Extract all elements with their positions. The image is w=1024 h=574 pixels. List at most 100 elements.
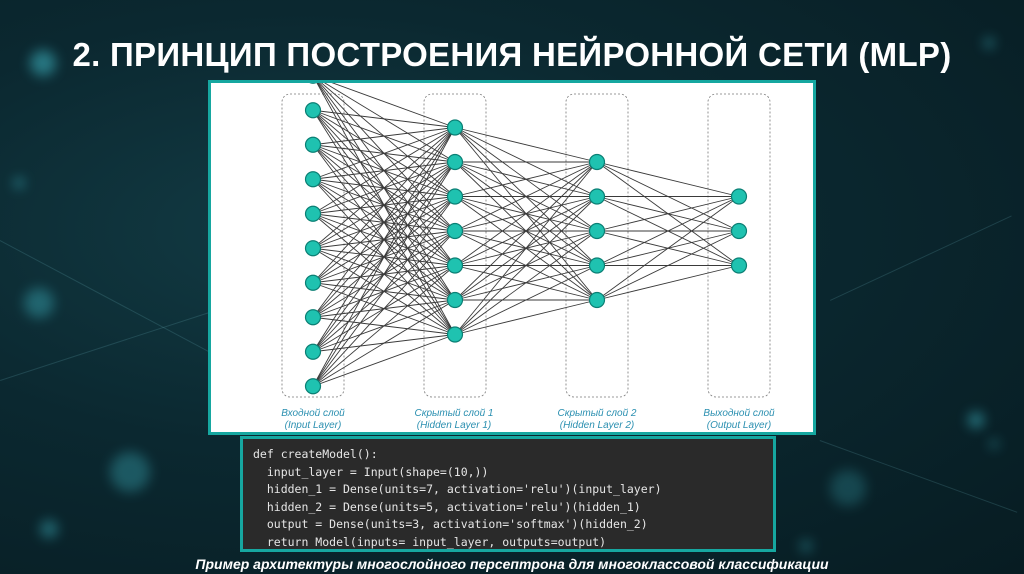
layer-box	[707, 93, 771, 398]
layer-label-input: Входной слой (Input Layer)	[248, 408, 378, 432]
network-edge	[312, 196, 456, 387]
background-glow	[24, 288, 54, 318]
layer-label-hidden-1: Скрытый слой 1 (Hidden Layer 1)	[389, 408, 519, 432]
layer-label-input-en: (Input Layer)	[284, 420, 342, 431]
code-line: hidden_2 = Dense(units=5, activation='re…	[253, 499, 641, 514]
network-graph	[281, 83, 771, 398]
layer-label-hidden-1-en: (Hidden Layer 1)	[416, 420, 492, 431]
network-edge	[331, 83, 456, 128]
network-node	[588, 188, 606, 205]
background-glow	[830, 470, 866, 506]
network-edge	[596, 196, 740, 301]
network-edge	[312, 127, 456, 249]
code-line: output = Dense(units=3, activation='soft…	[253, 517, 648, 531]
network-node	[446, 153, 464, 171]
network-edge	[454, 161, 598, 197]
layer-label-output-ru: Выходной слой	[703, 408, 775, 419]
network-diagram: Входной слой (Input Layer) Скрытый слой …	[208, 80, 816, 435]
network-node	[588, 291, 606, 309]
background-glow	[40, 520, 58, 538]
network-node	[446, 291, 464, 309]
background-line	[0, 312, 210, 381]
background-glow	[968, 412, 984, 428]
network-node	[588, 222, 606, 240]
network-node	[730, 222, 748, 240]
network-node	[304, 136, 322, 153]
background-glow	[14, 178, 24, 188]
network-edge	[312, 127, 456, 180]
network-edge	[312, 230, 456, 387]
network-edge	[596, 265, 740, 301]
network-edge	[454, 161, 598, 266]
network-node	[304, 102, 322, 119]
network-edge	[596, 230, 740, 301]
network-node	[304, 171, 322, 188]
network-edge	[454, 299, 598, 335]
code-line: input_layer = Input(shape=(10,))	[253, 464, 489, 479]
layer-box	[565, 93, 629, 398]
network-edge	[312, 127, 456, 352]
network-node	[304, 274, 322, 291]
slide-caption: Пример архитектуры многослойного персепт…	[195, 556, 829, 572]
layer-label-hidden-2-en: (Hidden Layer 2)	[559, 420, 635, 431]
network-node	[304, 309, 322, 326]
network-edge	[454, 265, 598, 335]
layer-label-input-ru: Входной слой	[281, 408, 345, 419]
network-edge	[319, 83, 456, 232]
network-edge	[454, 161, 598, 301]
network-node	[588, 153, 606, 171]
network-edge	[312, 334, 456, 387]
code-line: hidden_1 = Dense(units=7, activation='re…	[253, 482, 662, 496]
network-node	[304, 205, 322, 222]
slide-title: 2. ПРИНЦИП ПОСТРОЕНИЯ НЕЙРОННОЙ СЕТИ (ML…	[72, 36, 952, 73]
background-glow	[30, 50, 56, 76]
background-glow	[984, 38, 994, 48]
network-edge	[596, 161, 740, 197]
network-edge	[454, 161, 598, 232]
background-glow	[110, 452, 150, 492]
network-node	[446, 326, 464, 343]
layer-label-hidden-2-ru: Скрытый слой 2	[557, 408, 637, 419]
network-edge	[454, 230, 598, 335]
code-line: def createModel():	[253, 447, 378, 461]
network-edge	[312, 265, 456, 387]
network-edge	[596, 196, 740, 232]
network-node	[730, 188, 748, 205]
background-line	[830, 215, 1012, 301]
network-edge	[312, 127, 456, 318]
network-node	[304, 343, 322, 360]
background-glow	[990, 440, 998, 448]
network-edge	[312, 161, 456, 387]
network-node	[446, 188, 464, 205]
network-node	[730, 257, 748, 274]
network-node	[446, 222, 464, 240]
layer-box	[423, 93, 487, 398]
network-edge	[312, 109, 456, 128]
layer-label-output-en: (Output Layer)	[706, 420, 772, 431]
network-edge	[317, 83, 456, 266]
layer-box	[281, 93, 345, 398]
network-node	[304, 378, 322, 395]
network-edge	[454, 161, 598, 335]
network-edge	[320, 83, 456, 197]
network-edge	[454, 196, 598, 335]
layer-label-hidden-2: Скрытый слой 2 (Hidden Layer 2)	[532, 408, 662, 432]
network-edge	[596, 196, 740, 266]
network-edge	[316, 83, 456, 335]
network-node	[446, 119, 464, 136]
network-node	[588, 257, 606, 274]
code-block: def createModel(): input_layer = Input(s…	[240, 436, 776, 552]
layer-label-output: Выходной слой (Output Layer)	[674, 408, 804, 432]
network-edge	[317, 83, 456, 301]
network-edge	[312, 127, 456, 387]
background-glow	[800, 540, 812, 552]
network-edge	[312, 127, 456, 146]
network-node	[446, 257, 464, 274]
network-edge	[312, 127, 456, 284]
layer-label-hidden-1-ru: Скрытый слой 1	[414, 408, 494, 419]
network-edge	[312, 127, 456, 215]
code-line: return Model(inputs= input_layer, output…	[253, 534, 607, 549]
network-edge	[454, 127, 598, 163]
network-node	[304, 240, 322, 257]
network-edge	[312, 299, 456, 387]
